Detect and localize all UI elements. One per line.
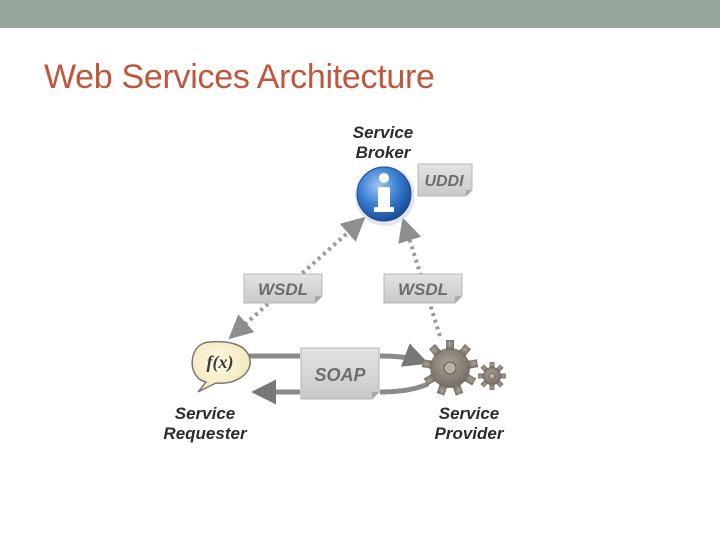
soap-document: SOAP [300,347,380,400]
gears-icon [421,340,506,396]
info-icon [355,166,415,226]
provider-to-broker-connector [398,217,442,337]
wsdl-right-label: WSDL [398,280,448,299]
provider-label-line2: Provider [435,424,505,443]
uddi-document-icon: UDDI [417,163,473,197]
provider-label-line1: Service [439,404,500,423]
broker-to-requester-connector [228,216,366,340]
wsdl-right-document: WSDL [383,273,463,304]
slide-title: Web Services Architecture [44,58,435,96]
soap-request-arrow [248,356,424,362]
broker-label-line2: Broker [356,143,412,162]
requester-label-line1: Service [175,404,236,423]
broker-label-line1: Service [353,123,414,142]
uddi-label: UDDI [424,173,464,190]
top-band [0,0,720,28]
speech-bubble-function-icon: f(x) [191,340,251,393]
wsdl-left-document: WSDL [243,273,323,304]
function-label: f(x) [207,352,234,373]
wsdl-left-label: WSDL [258,280,308,299]
requester-label-line2: Requester [163,424,248,443]
soap-response-arrow [256,384,430,392]
soap-label: SOAP [314,365,366,385]
